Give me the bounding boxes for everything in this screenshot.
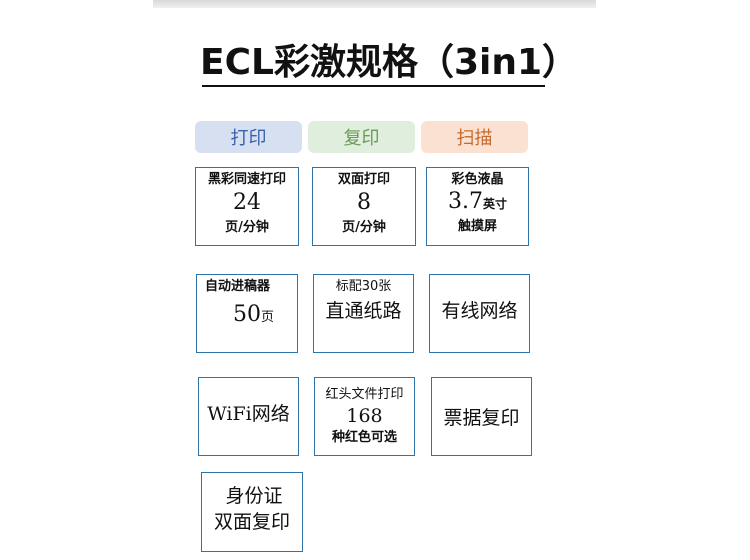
card-id-card-copy: 身份证 双面复印 [201,472,303,552]
card-wired-network: 有线网络 [429,274,530,353]
card-receipt-copy: 票据复印 [431,377,532,456]
card-value: 3.7 [447,189,483,214]
card-unit: 页 [261,310,275,325]
card-wifi: WiFi网络 [198,377,299,456]
tab-copy[interactable]: 复印 [308,121,415,153]
card-label: 红头文件打印 [325,387,404,402]
page-title: ECL彩激规格（3in1） [200,42,579,83]
card-paper-path: 标配30张 直通纸路 [313,274,414,353]
card-value: 50 [233,302,261,327]
card-duplex: 双面打印 8 页/分钟 [312,167,416,246]
card-value: 24 [233,190,261,215]
top-bar [153,0,596,8]
tab-scan[interactable]: 扫描 [421,121,528,153]
card-caption: 种红色可选 [331,430,397,445]
card-redhead-print: 红头文件打印 168 种红色可选 [314,377,415,456]
tab-print[interactable]: 打印 [195,121,302,153]
card-label: 标配30张 [335,279,392,294]
card-caption: 触摸屏 [457,219,497,234]
card-adf: 自动进稿器 50页 [196,274,298,353]
card-value: 直通纸路 [325,300,402,322]
card-unit: 页/分钟 [342,220,386,235]
card-value: 票据复印 [443,406,520,429]
card-unit: 页/分钟 [225,220,269,235]
card-unit: 英寸 [482,197,507,211]
card-value: 有线网络 [441,299,518,322]
card-value: WiFi网络 [207,402,290,425]
card-label: 黑彩同速打印 [207,172,286,187]
card-label: 彩色液晶 [451,172,504,187]
card-label: 自动进稿器 [205,279,271,294]
card-line1: 身份证 [225,485,283,507]
title-underline [202,85,545,87]
card-line2: 双面复印 [213,511,290,533]
card-label: 双面打印 [337,172,390,187]
card-mono-speed: 黑彩同速打印 24 页/分钟 [195,167,299,246]
card-lcd: 彩色液晶 3.7英寸 触摸屏 [426,167,529,246]
card-value: 168 [346,405,383,427]
card-value: 8 [357,190,371,215]
